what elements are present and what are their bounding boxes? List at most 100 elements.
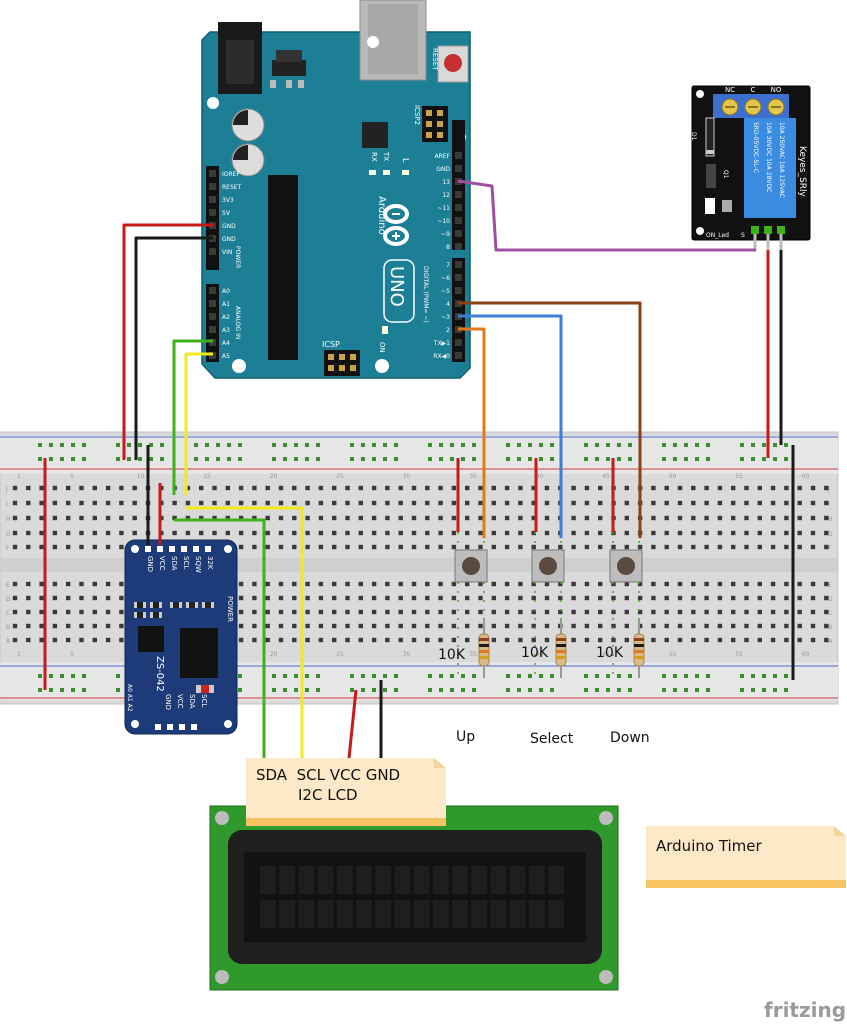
rail-hole: [617, 674, 621, 678]
breadboard-hole: [105, 637, 111, 643]
breadboard-hole: [598, 485, 603, 491]
breadboard-hole: [318, 581, 324, 587]
breadboard-hole: [332, 515, 337, 521]
breadboard-hole: [465, 595, 470, 601]
breadboard-hole: [105, 500, 111, 506]
header-power: [206, 166, 219, 270]
uno-text: UNO: [386, 266, 407, 307]
breadboard-hole: [345, 485, 350, 491]
rail-hole: [60, 688, 64, 692]
rail-hole: [82, 443, 86, 447]
breadboard-hole: [92, 515, 97, 521]
breadboard-hole: [425, 581, 430, 587]
breadboard-hole: [491, 595, 496, 601]
rail-hole: [316, 688, 320, 692]
row-letter: A: [828, 638, 833, 645]
header-pin: [455, 191, 462, 198]
lcd-module: [209, 805, 619, 991]
breadboard-hole: [757, 581, 762, 587]
rail-hole: [216, 457, 220, 461]
row-letter: I: [6, 501, 8, 508]
breadboard-hole: [438, 595, 443, 601]
breadboard-hole: [52, 515, 58, 521]
breadboard-hole: [797, 544, 802, 550]
wire-lcd-sda-green: [174, 518, 266, 758]
rail-hole: [628, 688, 632, 692]
rtc-bottom-pin: [179, 724, 185, 730]
relay-pin: [751, 226, 759, 234]
breadboard-hole: [677, 530, 683, 536]
rail-hole: [283, 688, 287, 692]
rail-hole: [461, 688, 465, 692]
breadboard-hole: [252, 485, 257, 491]
breadboard-hole: [438, 530, 443, 536]
breadboard-hole: [238, 595, 244, 601]
rtc-bottom-pin: [191, 724, 197, 730]
breadboard-hole: [292, 500, 297, 506]
row-letter: J: [827, 486, 830, 493]
push-button-up[interactable]: [454, 549, 488, 583]
breadboard-hole: [465, 623, 470, 629]
rail-hole: [662, 457, 666, 461]
breadboard-hole: [425, 530, 430, 536]
rail-hole: [194, 443, 198, 447]
breadboard-hole: [119, 530, 124, 536]
rail-hole: [82, 688, 86, 692]
breadboard-hole: [305, 581, 310, 587]
breadboard-hole: [39, 595, 44, 601]
breadboard-hole: [79, 581, 84, 587]
rail-hole: [372, 688, 376, 692]
breadboard-hole: [425, 500, 430, 506]
rail-hole: [684, 688, 688, 692]
breadboard-hole: [624, 581, 629, 587]
wire-up-orange: [458, 327, 486, 538]
breadboard-hole: [66, 623, 71, 629]
rtc-smd-body: [137, 602, 143, 608]
rail-hole: [617, 443, 621, 447]
rail-hole: [383, 457, 387, 461]
breadboard-hole: [744, 515, 749, 521]
breadboard-hole: [518, 530, 523, 536]
breadboard-hole: [79, 637, 84, 643]
relay-spec-text: SRD-05VDC-SL-C: [752, 122, 759, 173]
breadboard-hole: [438, 609, 443, 615]
breadboard-hole: [26, 515, 31, 521]
breadboard-hole: [52, 637, 58, 643]
header-pin: [209, 209, 216, 216]
breadboard-hole: [39, 485, 44, 491]
breadboard-hole: [132, 515, 137, 521]
rail-hole: [149, 457, 153, 461]
breadboard-hole: [770, 500, 776, 506]
lcd-screen: [244, 852, 586, 942]
breadboard-hole: [770, 530, 776, 536]
breadboard-hole: [691, 515, 696, 521]
breadboard-hole: [292, 515, 297, 521]
rail-hole: [695, 443, 699, 447]
breadboard-hole: [598, 544, 603, 550]
rail-hole: [762, 457, 766, 461]
breadboard-hole: [744, 609, 749, 615]
breadboard-hole: [704, 530, 709, 536]
breadboard-hole: [345, 544, 350, 550]
breadboard-hole: [571, 609, 576, 615]
rail-hole: [71, 688, 75, 692]
breadboard-hole: [797, 637, 802, 643]
relay-pin: [777, 226, 785, 234]
breadboard-hole: [531, 623, 536, 629]
breadboard-hole: [332, 485, 337, 491]
resistor-band: [634, 656, 644, 659]
breadboard-hole: [199, 485, 204, 491]
pin-label: ~10: [437, 218, 450, 225]
breadboard-hole: [39, 609, 44, 615]
lcd-character-cell: [471, 900, 488, 928]
breadboard-hole: [265, 609, 270, 615]
breadboard-hole: [717, 530, 723, 536]
lcd-character-cell: [317, 866, 334, 894]
resistor-band: [479, 644, 489, 647]
breadboard-hole: [797, 623, 802, 629]
breadboard-hole: [624, 544, 629, 550]
rail-hole: [49, 443, 53, 447]
breadboard-hole: [66, 485, 71, 491]
header-digital-low: [452, 258, 465, 362]
